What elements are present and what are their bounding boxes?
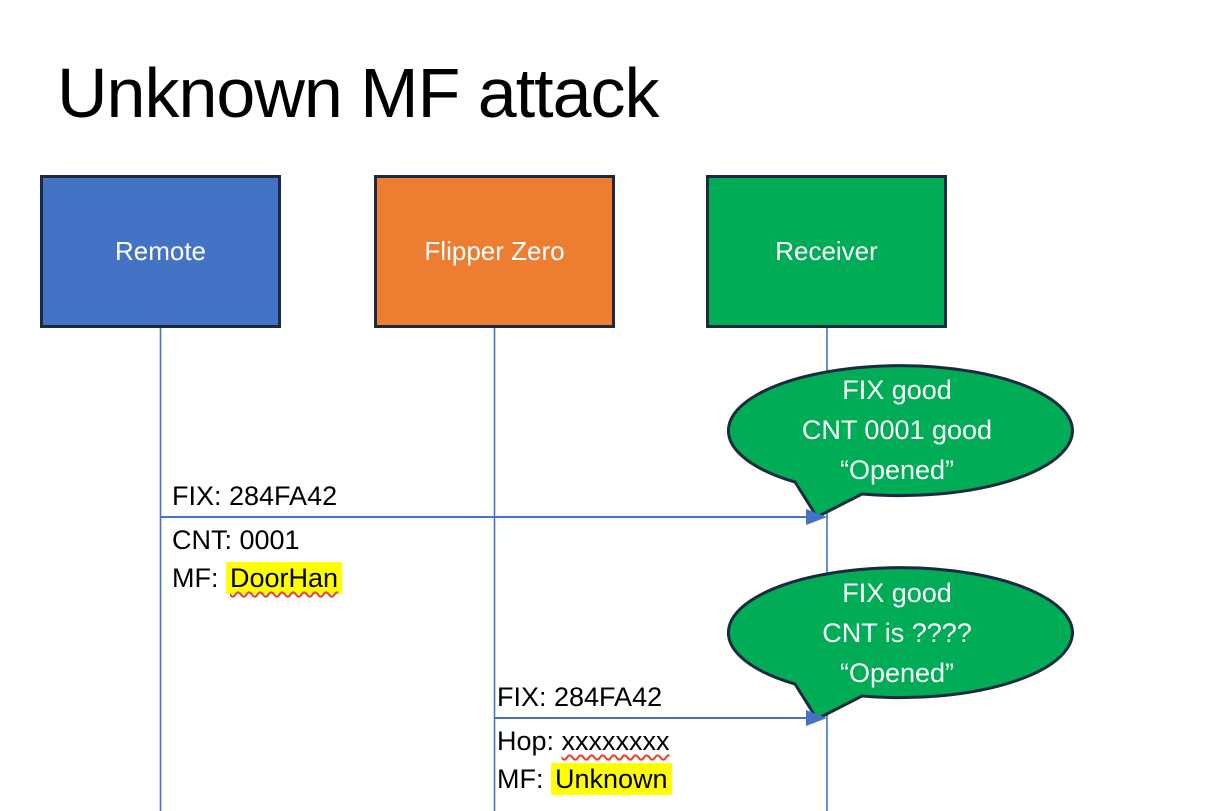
message-2-line-mf: MF: Unknown [497, 760, 672, 798]
message-1-label-above: FIX: 284FA42 [172, 481, 338, 511]
message-1-cnt-value: 0001 [239, 525, 300, 555]
callout-bubble-1 [727, 364, 1074, 519]
message-arrow-2-arrowhead-icon [806, 710, 827, 726]
page-title: Unknown MF attack [57, 53, 660, 132]
message-2-label-above: FIX: 284FA42 [497, 682, 663, 712]
message-1-labels-below: CNT: 0001 MF: DoorHan [172, 521, 343, 597]
callout-1-line-3: “Opened” [839, 455, 955, 485]
actor-label-remote: Remote [114, 236, 207, 266]
message-1-cnt-prefix: CNT: [172, 525, 240, 555]
message-1-line-mf: MF: DoorHan [172, 559, 343, 597]
message-1-mf-prefix: MF: [172, 563, 226, 593]
actor-box-flipper-zero: Flipper Zero [374, 175, 615, 328]
actor-label-receiver: Receiver [775, 236, 878, 266]
callout-2-line-2: CNT is ???? [822, 618, 972, 648]
message-1-mf-value-highlighted: DoorHan [226, 562, 343, 594]
callout-1-text: FIX good CNT 0001 good “Opened” [725, 370, 1069, 490]
callout-2-line-1: FIX good [842, 578, 952, 608]
actor-box-receiver: Receiver [706, 175, 947, 328]
callout-2-line-3: “Opened” [839, 658, 955, 688]
message-2-labels-below: Hop: xxxxxxxx MF: Unknown [497, 722, 672, 798]
actor-box-remote: Remote [40, 175, 281, 328]
callout-1-line-1: FIX good [842, 375, 952, 405]
message-2-hop-prefix: Hop: [497, 726, 562, 756]
message-2-line-hop: Hop: xxxxxxxx [497, 722, 672, 760]
message-arrow-1-arrowhead-icon [806, 509, 827, 525]
callout-bubble-2 [727, 566, 1074, 721]
message-2-hop-value-squiggled: xxxxxxxx [561, 726, 670, 756]
callout-1-line-2: CNT 0001 good [801, 415, 993, 445]
callout-2-text: FIX good CNT is ???? “Opened” [725, 573, 1069, 693]
message-2-mf-prefix: MF: [497, 764, 551, 794]
actor-label-flipper-zero: Flipper Zero [424, 236, 565, 266]
message-1-line-cnt: CNT: 0001 [172, 521, 342, 559]
message-2-mf-value-highlighted: Unknown [551, 763, 672, 795]
